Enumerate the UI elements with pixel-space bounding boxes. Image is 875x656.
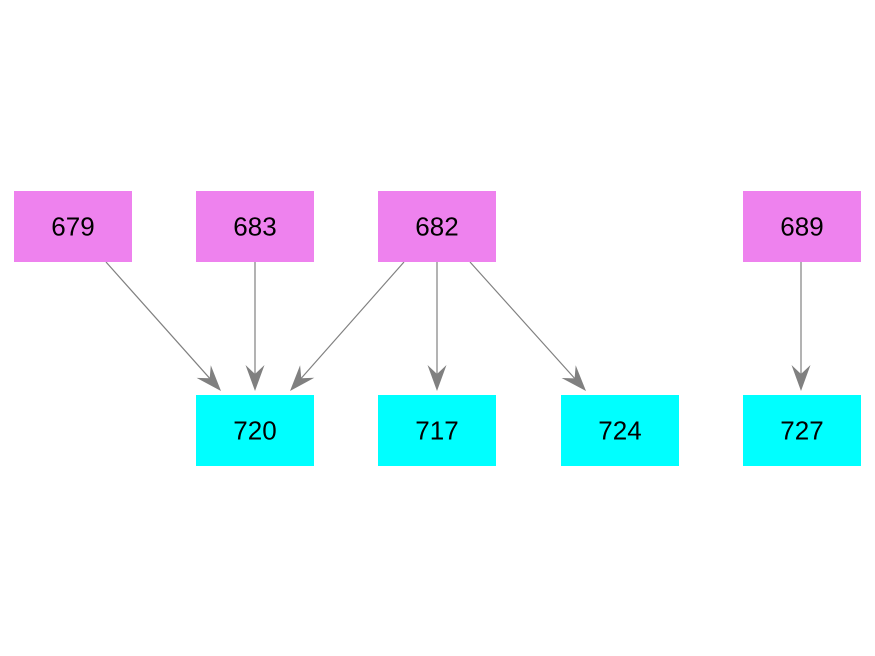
edge-682-to-717 <box>427 262 447 391</box>
node-label: 717 <box>415 416 458 446</box>
node-box[interactable] <box>743 395 861 466</box>
edge-line <box>469 261 576 379</box>
node-box[interactable] <box>14 191 132 262</box>
node-box[interactable] <box>378 395 496 466</box>
arrowhead-icon <box>196 365 221 391</box>
node-label: 689 <box>780 212 823 242</box>
node-box[interactable] <box>743 191 861 262</box>
edges-layer <box>105 261 811 391</box>
node-box[interactable] <box>561 395 679 466</box>
node-727[interactable]: 727 <box>743 395 861 466</box>
node-683[interactable]: 683 <box>196 191 314 262</box>
node-box[interactable] <box>196 191 314 262</box>
node-box[interactable] <box>196 395 314 466</box>
arrowhead-icon <box>561 365 586 391</box>
node-720[interactable]: 720 <box>196 395 314 466</box>
edge-682-to-724 <box>469 261 586 391</box>
edge-682-to-720 <box>290 261 405 391</box>
node-label: 682 <box>415 212 458 242</box>
edge-679-to-720 <box>105 261 221 391</box>
node-679[interactable]: 679 <box>14 191 132 262</box>
arrowhead-icon <box>290 365 315 391</box>
node-label: 683 <box>233 212 276 242</box>
node-717[interactable]: 717 <box>378 395 496 466</box>
edge-line <box>105 261 211 379</box>
node-box[interactable] <box>378 191 496 262</box>
node-label: 727 <box>780 416 823 446</box>
edge-683-to-720 <box>245 262 265 391</box>
nodes-layer: 679 683 682 689 720 717 724 727 <box>14 191 861 466</box>
node-689[interactable]: 689 <box>743 191 861 262</box>
node-724[interactable]: 724 <box>561 395 679 466</box>
node-label: 679 <box>51 212 94 242</box>
node-682[interactable]: 682 <box>378 191 496 262</box>
node-label: 724 <box>598 416 641 446</box>
edge-689-to-727 <box>791 262 811 391</box>
arrowhead-icon <box>791 365 811 391</box>
arrowhead-icon <box>427 365 447 391</box>
edge-line <box>300 261 405 379</box>
node-label: 720 <box>233 416 276 446</box>
arrowhead-icon <box>245 365 265 391</box>
